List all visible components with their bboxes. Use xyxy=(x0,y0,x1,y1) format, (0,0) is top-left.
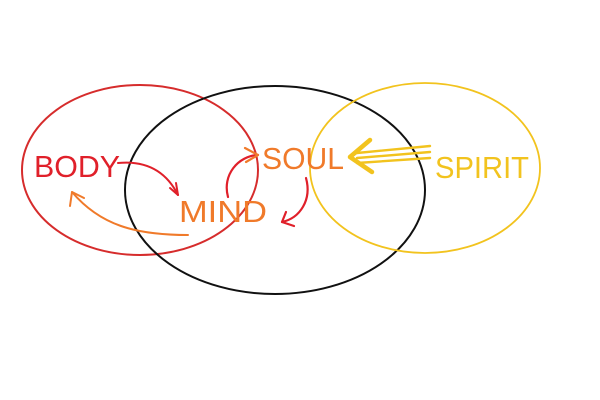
mind-label: MIND xyxy=(179,194,267,229)
body-label: BODY xyxy=(34,149,120,184)
body-to-mind-arrow xyxy=(117,161,179,196)
center-circle xyxy=(124,85,426,295)
body-circle xyxy=(21,84,259,256)
spirit-label: SPIRIT xyxy=(435,150,529,185)
spirit-circle xyxy=(309,82,541,254)
spirit-to-soul-arrow xyxy=(347,137,432,175)
mind-to-body-arrow xyxy=(69,191,189,236)
soul-to-mind-arrow xyxy=(280,176,309,228)
soul-label: SOUL xyxy=(262,141,344,176)
mind-to-soul-arrow xyxy=(225,146,260,199)
